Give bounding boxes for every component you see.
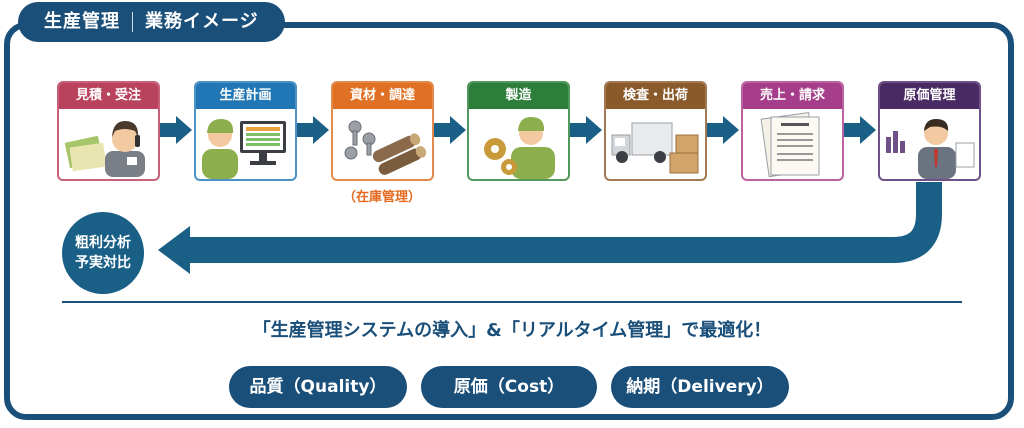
worker-at-computer-icon <box>196 109 295 179</box>
feedback-circle: 粗利分析 予実対比 <box>62 212 144 294</box>
step-sales-billing: 売上・請求 <box>741 81 844 181</box>
flow-arrow-stem <box>844 123 860 137</box>
step-materials-procurement: 資材・調達 <box>331 81 434 181</box>
pill-cost: 原価（Cost） <box>421 366 597 408</box>
flow-arrow-icon <box>176 116 192 144</box>
step-cost-management: 原価管理 <box>878 81 981 181</box>
divider <box>62 301 962 303</box>
delivery-truck-icon <box>606 109 705 179</box>
flow-arrow-icon <box>586 116 602 144</box>
step-label: 原価管理 <box>880 83 979 109</box>
step-manufacturing: 製造 <box>467 81 570 181</box>
flow-arrow-stem <box>570 123 586 137</box>
step-label: 検査・出荷 <box>606 83 705 109</box>
step-label: 製造 <box>469 83 568 109</box>
headline: 「生産管理システムの導入」&「リアルタイム管理」で最適化！ <box>252 320 772 341</box>
flow-arrow-icon <box>450 116 466 144</box>
step-estimate-order: 見積・受注 <box>57 81 160 181</box>
pill-delivery: 納期（Delivery） <box>611 366 789 408</box>
title-main: 生産管理 <box>44 11 120 32</box>
title-tab: 生産管理 業務イメージ <box>18 2 285 42</box>
inventory-note: （在庫管理） <box>342 190 421 205</box>
flow-arrow-stem <box>434 123 450 137</box>
materials-bolts-logs-icon <box>333 109 432 179</box>
feedback-line-2: 予実対比 <box>75 255 131 271</box>
flow-arrow-icon <box>723 116 739 144</box>
title-sub: 業務イメージ <box>145 11 259 32</box>
step-production-planning: 生産計画 <box>194 81 297 181</box>
worker-with-gears-icon <box>469 109 568 179</box>
invoice-documents-icon <box>743 109 842 179</box>
flow-arrow-stem <box>160 123 176 137</box>
title-separator <box>132 12 133 32</box>
flow-arrow-stem <box>297 123 313 137</box>
manager-with-chart-icon <box>880 109 979 179</box>
person-on-phone-icon <box>59 109 158 179</box>
step-label: 見積・受注 <box>59 83 158 109</box>
flow-arrow-stem <box>707 123 723 137</box>
step-label: 売上・請求 <box>743 83 842 109</box>
step-inspection-shipping: 検査・出荷 <box>604 81 707 181</box>
pill-quality: 品質（Quality） <box>229 366 407 408</box>
flow-arrow-icon <box>313 116 329 144</box>
step-label: 生産計画 <box>196 83 295 109</box>
step-label: 資材・調達 <box>333 83 432 109</box>
feedback-line-1: 粗利分析 <box>75 235 131 251</box>
flow-arrow-icon <box>860 116 876 144</box>
